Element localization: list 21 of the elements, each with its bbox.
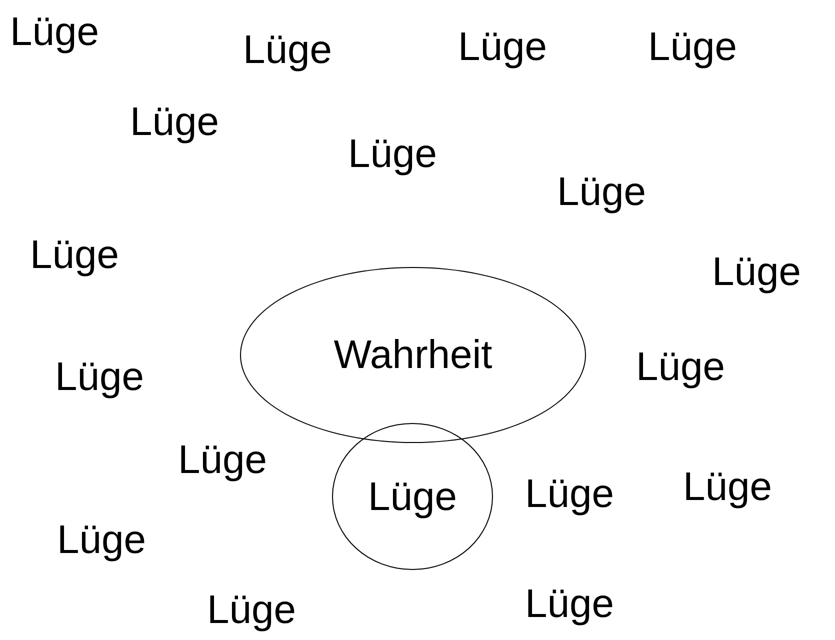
word-label: Lüge xyxy=(57,518,146,562)
word-label: Lüge xyxy=(525,472,614,516)
word-label: Lüge xyxy=(243,28,332,72)
word-label: Lüge xyxy=(557,170,646,214)
node-label: Wahrheit xyxy=(334,333,492,377)
circle-shape xyxy=(332,423,493,570)
word-label: Lüge xyxy=(348,132,437,176)
word-label: Lüge xyxy=(525,582,614,626)
word-label: Lüge xyxy=(178,438,267,482)
word-label: Lüge xyxy=(55,355,144,399)
ellipse-shape xyxy=(240,267,586,443)
word-label: Lüge xyxy=(712,250,801,294)
word-label: Lüge xyxy=(207,588,296,632)
node-label: Lüge xyxy=(368,474,457,518)
word-label: Lüge xyxy=(10,10,99,54)
word-label: Lüge xyxy=(458,25,547,69)
word-label: Lüge xyxy=(30,233,119,277)
word-label: Lüge xyxy=(683,465,772,509)
word-label: Lüge xyxy=(130,100,219,144)
word-label: Lüge xyxy=(648,25,737,69)
word-label: Lüge xyxy=(636,345,725,389)
